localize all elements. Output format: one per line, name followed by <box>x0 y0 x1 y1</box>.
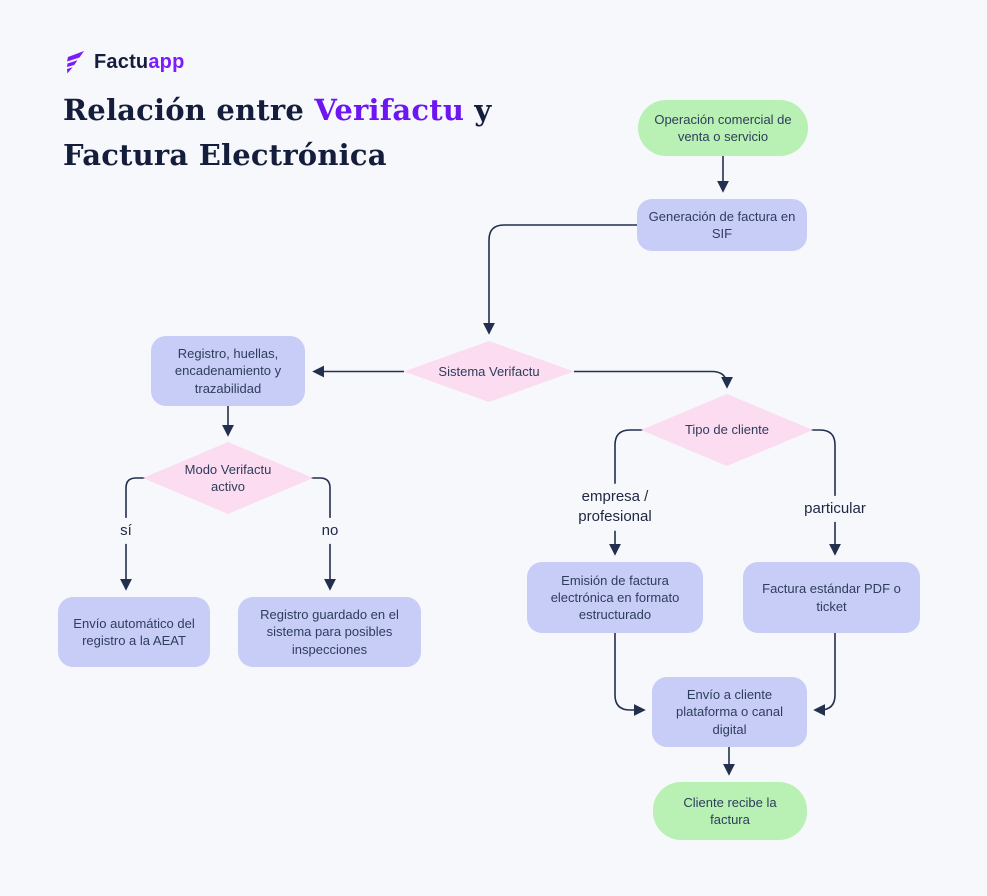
brand-suffix: app <box>148 50 185 73</box>
node-envio-automatico-aeat: Envío automático del registro a la AEAT <box>58 597 210 667</box>
edge-generacion-to-sistema <box>483 224 637 335</box>
node-generacion-factura-sif: Generación de factura en SIF <box>637 199 807 251</box>
edge-modo-si <box>120 477 145 591</box>
node-label: Sistema Verifactu <box>438 363 540 379</box>
factuapp-bolt-icon <box>67 51 84 74</box>
edge-tipo-particular <box>811 429 841 556</box>
node-label: Operación comercial de venta o servicio <box>654 111 792 144</box>
node-label: Cliente recibe la factura <box>683 794 777 827</box>
edge-label-empresa-profesional: empresa / profesional <box>557 483 673 531</box>
title-part2: y <box>474 93 492 127</box>
node-label: Registro guardado en el sistema para pos… <box>260 607 399 657</box>
edge-label-particular: particular <box>799 495 871 523</box>
node-operacion-comercial: Operación comercial de venta o servicio <box>638 100 808 156</box>
node-label: Generación de factura en SIF <box>648 208 796 241</box>
brand-prefix: Factu <box>94 50 149 73</box>
edge-sistema-to-tipo <box>574 370 733 389</box>
node-label: Registro, huellas, encadenamiento y traz… <box>174 346 282 396</box>
node-registro-guardado: Registro guardado en el sistema para pos… <box>238 597 421 667</box>
edge-tipo-empresa <box>609 429 643 556</box>
edge-label-si: sí <box>115 517 137 545</box>
node-label: Envío a cliente plataforma o canal digit… <box>676 687 783 737</box>
node-envio-a-cliente: Envío a cliente plataforma o canal digit… <box>652 677 807 747</box>
edge-emision-to-envio <box>614 633 646 716</box>
title-line2: Factura Electrónica <box>63 138 387 172</box>
title-part1: Relación entre <box>63 93 305 127</box>
title-highlight: Verifactu <box>314 93 465 127</box>
node-factura-estandar-pdf: Factura estándar PDF o ticket <box>743 562 920 633</box>
node-label: Tipo de cliente <box>684 422 770 438</box>
node-label: Emisión de factura electrónica en format… <box>550 572 680 623</box>
factuapp-logo: Factuapp <box>64 50 185 74</box>
edge-pdf-to-envio <box>813 633 836 716</box>
node-label: Envío automático del registro a la AEAT <box>73 615 195 648</box>
brand-name: Factuapp <box>94 51 185 74</box>
node-label: Factura estándar PDF o ticket <box>762 581 901 614</box>
edge-modo-no <box>311 477 336 591</box>
node-emision-factura-electronica: Emisión de factura electrónica en format… <box>527 562 703 633</box>
node-registro-huellas: Registro, huellas, encadenamiento y traz… <box>151 336 305 406</box>
node-cliente-recibe-factura: Cliente recibe la factura <box>653 782 807 840</box>
page-title: Relación entre Verifactu y Factura Elect… <box>63 88 491 178</box>
edge-label-no: no <box>316 517 344 545</box>
node-label: Modo Verifactu activo <box>184 461 272 494</box>
